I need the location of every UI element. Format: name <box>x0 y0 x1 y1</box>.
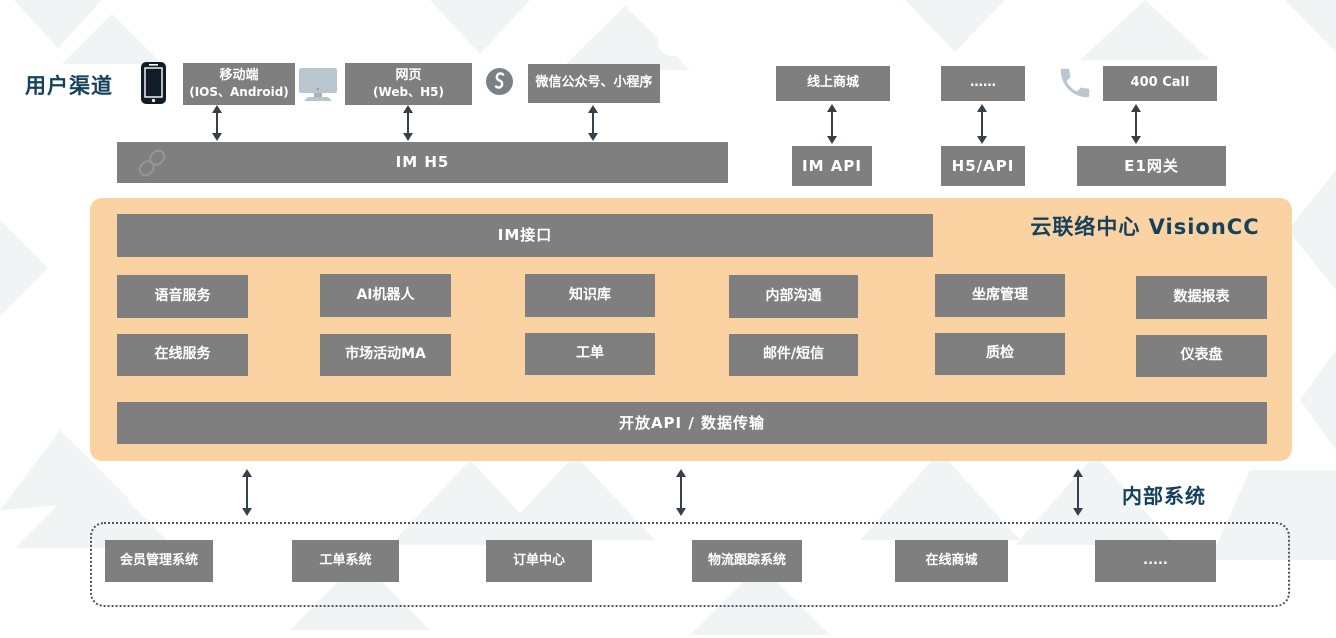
monitor-icon <box>299 68 337 101</box>
module-label: 市场活动MA <box>345 346 426 363</box>
channel-mobile: 移动端 (IOS、Android) <box>183 63 295 105</box>
system-label: 在线商城 <box>925 552 978 568</box>
module-label: 在线服务 <box>154 346 211 363</box>
module-label: 邮件/短信 <box>762 346 825 363</box>
im-interface-bar: IM接口 <box>117 214 933 257</box>
module-ai-robot: AI机器人 <box>320 274 451 317</box>
channel-more: …… <box>941 66 1025 101</box>
module-work-order: 工单 <box>525 333 655 375</box>
channel-online-mall-label: 线上商城 <box>806 75 859 91</box>
gateway-h5-api: H5/API <box>941 146 1025 186</box>
module-online-service: 在线服务 <box>117 334 248 376</box>
chain-link-icon <box>138 149 166 177</box>
channel-wechat: 微信公众号、小程序 <box>528 64 660 103</box>
system-label: ..... <box>1143 552 1168 568</box>
gateway-h5-api-label: H5/API <box>951 156 1015 175</box>
module-marketing-ma: 市场活动MA <box>320 334 451 376</box>
module-label: AI机器人 <box>356 286 415 303</box>
module-label: 仪表盘 <box>1180 347 1223 364</box>
arrow-platform-internal-2 <box>674 469 688 516</box>
channel-web-line2: (Web、H5) <box>373 84 444 99</box>
link-icon <box>486 68 513 95</box>
arrow-web-imh5 <box>401 105 415 141</box>
module-quality-inspection: 质检 <box>935 333 1065 375</box>
channel-mobile-line2: (IOS、Android) <box>189 84 289 99</box>
phone-handset-icon <box>1060 68 1090 98</box>
arrow-wechat-imh5 <box>586 105 600 141</box>
arrow-mall-imapi <box>825 104 839 144</box>
arrow-platform-internal-3 <box>1071 469 1085 516</box>
arrow-mobile-imh5 <box>210 105 224 141</box>
channel-400-call-label: 400 Call <box>1130 75 1190 91</box>
im-interface-label: IM接口 <box>497 226 553 245</box>
module-label: 工单 <box>576 345 604 362</box>
module-voice-service: 语音服务 <box>117 275 248 318</box>
visioncc-title: 云联络中心 VisionCC <box>1030 215 1260 239</box>
gateway-im-h5: IM H5 <box>117 142 728 183</box>
module-internal-communication: 内部沟通 <box>729 275 858 318</box>
channel-more-label: …… <box>970 75 996 91</box>
gateway-e1-label: E1网关 <box>1124 156 1179 175</box>
module-label: 坐席管理 <box>972 286 1028 303</box>
user-channels-label: 用户渠道 <box>25 74 113 98</box>
channel-web-line1: 网页 <box>395 68 422 84</box>
system-label: 物流跟踪系统 <box>707 552 786 568</box>
system-label: 订单中心 <box>512 552 565 568</box>
system-order-center: 订单中心 <box>486 540 592 582</box>
module-label: 语音服务 <box>154 287 211 304</box>
module-knowledge-base: 知识库 <box>525 274 655 317</box>
system-logistics-tracking: 物流跟踪系统 <box>692 540 802 582</box>
channel-online-mall: 线上商城 <box>776 66 890 101</box>
system-online-mall: 在线商城 <box>895 540 1008 582</box>
system-more: ..... <box>1095 540 1216 582</box>
smartphone-icon <box>141 62 166 104</box>
gateway-im-h5-label: IM H5 <box>395 153 450 172</box>
module-label: 内部沟通 <box>765 287 822 304</box>
open-api-label: 开放API / 数据传输 <box>618 413 766 432</box>
channel-400-call: 400 Call <box>1103 66 1217 101</box>
module-data-report: 数据报表 <box>1136 276 1267 319</box>
system-label: 工单系统 <box>319 552 372 568</box>
module-label: 数据报表 <box>1173 288 1230 305</box>
system-member-management: 会员管理系统 <box>105 540 213 582</box>
module-dashboard: 仪表盘 <box>1136 335 1267 377</box>
system-work-order: 工单系统 <box>292 540 399 582</box>
arrow-platform-internal-1 <box>240 469 254 516</box>
module-label: 知识库 <box>569 286 611 303</box>
module-label: 质检 <box>986 345 1014 362</box>
arrow-400-e1 <box>1129 104 1143 144</box>
arrow-more-h5api <box>975 104 989 144</box>
gateway-e1: E1网关 <box>1077 146 1226 186</box>
module-agent-management: 坐席管理 <box>935 274 1065 317</box>
channel-mobile-line1: 移动端 <box>219 68 259 84</box>
channel-web: 网页 (Web、H5) <box>345 63 472 105</box>
module-email-sms: 邮件/短信 <box>729 334 858 376</box>
open-api-bar: 开放API / 数据传输 <box>117 402 1267 444</box>
internal-systems-container <box>90 522 1290 607</box>
channel-wechat-label: 微信公众号、小程序 <box>535 75 653 91</box>
gateway-im-api-label: IM API <box>802 156 862 175</box>
system-label: 会员管理系统 <box>119 552 198 568</box>
gateway-im-api: IM API <box>792 146 872 186</box>
internal-systems-label: 内部系统 <box>1122 484 1206 508</box>
